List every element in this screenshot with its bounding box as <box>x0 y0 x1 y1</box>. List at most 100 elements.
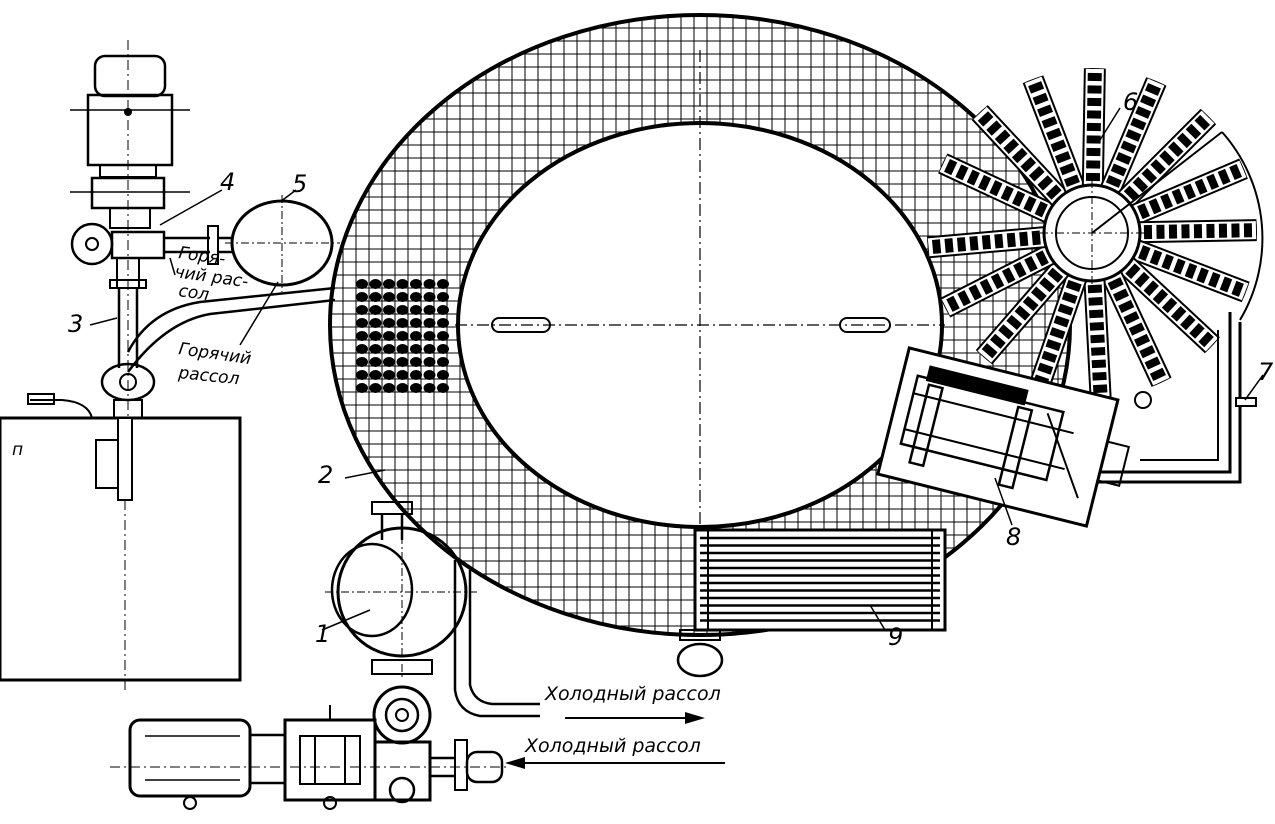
cold-pump-drive <box>110 685 510 810</box>
product-cell <box>410 344 422 354</box>
product-cell <box>369 279 382 289</box>
product-cell <box>437 383 449 393</box>
product-cell <box>437 357 449 367</box>
label-5: 5 <box>292 170 307 198</box>
product-cell <box>410 292 422 302</box>
product-block <box>356 279 449 393</box>
product-cell <box>410 331 422 341</box>
product-cell <box>437 318 449 328</box>
product-cell <box>396 292 409 302</box>
product-cell <box>369 383 382 393</box>
transfer-unit <box>876 346 1131 528</box>
star-wheel-arm <box>1129 238 1251 303</box>
product-cell <box>396 331 409 341</box>
label-8: 8 <box>1006 523 1021 551</box>
star-wheel-arm <box>1022 74 1087 196</box>
star-wheel-arm <box>974 258 1072 366</box>
label-4: 4 <box>220 168 235 196</box>
product-cell <box>383 383 395 393</box>
star-wheel-arm <box>1128 158 1250 226</box>
product-cell <box>356 357 368 367</box>
product-cell <box>437 279 449 289</box>
label-9: 9 <box>888 623 903 651</box>
cold-brine-in-label: Холодный рассол <box>524 735 701 757</box>
product-cell <box>383 305 395 315</box>
star-wheel-arm <box>939 243 1058 319</box>
product-cell <box>356 292 368 302</box>
hot-brine-pipe <box>126 286 336 373</box>
product-cell <box>383 318 395 328</box>
hot-brine-note-a-line3: сол <box>177 281 210 305</box>
tank: п <box>0 393 242 690</box>
product-cell <box>369 305 382 315</box>
product-cell <box>369 292 382 302</box>
product-cell <box>356 331 368 341</box>
product-cell <box>356 344 368 354</box>
hot-brine-pump-assembly <box>70 40 232 420</box>
product-cell <box>396 305 409 315</box>
product-cell <box>423 318 436 328</box>
product-cell <box>423 383 436 393</box>
label-6: 6 <box>1123 88 1138 116</box>
product-cell <box>437 292 449 302</box>
product-cell <box>410 318 422 328</box>
star-wheel <box>927 68 1264 409</box>
product-cell <box>383 344 395 354</box>
pipe-7 <box>1085 312 1257 484</box>
product-cell <box>423 279 436 289</box>
product-cell <box>410 383 422 393</box>
product-cell <box>423 331 436 341</box>
product-cell <box>410 357 422 367</box>
product-cell <box>437 370 449 380</box>
product-cell <box>423 370 436 380</box>
star-wheel-arm <box>1099 75 1167 197</box>
star-wheel-arm <box>970 104 1071 209</box>
product-cell <box>383 370 395 380</box>
product-cell <box>369 331 382 341</box>
product-cell <box>369 370 382 380</box>
product-cell <box>383 331 395 341</box>
hot-brine-note-b-line2: рассол <box>176 363 240 389</box>
product-cell <box>396 357 409 367</box>
product-cell <box>437 331 449 341</box>
product-cell <box>369 357 382 367</box>
product-cell <box>423 344 436 354</box>
star-wheel-arm <box>1135 219 1257 244</box>
product-cell <box>356 279 368 289</box>
product-cell <box>356 305 368 315</box>
pump-1 <box>325 501 540 718</box>
product-cell <box>396 279 409 289</box>
label-7: 7 <box>1258 358 1274 386</box>
product-cell <box>410 370 422 380</box>
star-wheel-arm <box>1083 276 1112 398</box>
product-cell <box>383 279 395 289</box>
star-wheel-arm <box>1081 68 1106 190</box>
product-cell <box>383 357 395 367</box>
product-cell <box>369 344 382 354</box>
product-cell <box>369 318 382 328</box>
product-cell <box>396 370 409 380</box>
star-wheel-arm <box>927 225 1050 259</box>
product-cell <box>410 305 422 315</box>
product-cell <box>356 370 368 380</box>
product-cell <box>437 305 449 315</box>
product-cell <box>423 357 436 367</box>
label-3: 3 <box>68 310 83 338</box>
leader-lines <box>89 107 1264 631</box>
product-cell <box>356 318 368 328</box>
tank-mark: п <box>12 440 23 460</box>
product-cell <box>396 383 409 393</box>
cold-brine-out-label: Холодный рассол <box>544 683 721 705</box>
product-cell <box>356 383 368 393</box>
product-cell <box>423 292 436 302</box>
flow-arrows <box>505 712 725 769</box>
product-cell <box>423 305 436 315</box>
cooler-9 <box>676 528 947 678</box>
product-cell <box>383 292 395 302</box>
label-2: 2 <box>318 461 333 489</box>
product-cell <box>410 279 422 289</box>
label-1: 1 <box>315 620 330 648</box>
star-wheel-arm <box>1115 107 1218 210</box>
product-cell <box>437 344 449 354</box>
